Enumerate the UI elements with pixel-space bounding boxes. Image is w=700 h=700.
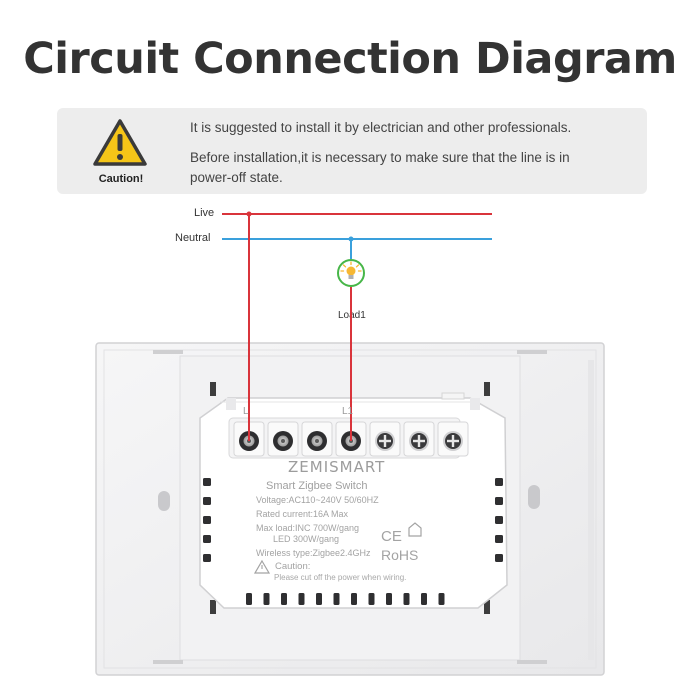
vent-slot [203,497,211,505]
live-label: Live [194,207,215,219]
product-label: Smart Zigbee Switch [266,480,367,492]
lamp-icon [337,259,365,287]
vent-slot [438,593,445,605]
wires [222,211,492,441]
module-caution-text: Please cut off the power when wiring. [274,573,406,582]
notice-line-1: It is suggested to install it by electri… [190,120,572,135]
caution-notice: Caution! It is suggested to install it b… [57,108,647,194]
voltage-label: Voltage:AC110~240V 50/60HZ [256,495,379,505]
ce-mark: CE [381,528,402,545]
neutral-label: Neutral [175,232,211,244]
vent-slot [386,593,392,605]
terminal-l-label: L [243,406,249,417]
vent-slot [333,593,340,605]
vent-slot [203,478,211,486]
vent-slot [281,593,287,605]
rated-current-label: Rated current:16A Max [256,509,349,519]
vent-slot [351,593,357,605]
vent-slot [203,554,211,562]
warning-icon [93,119,147,166]
page-title: Circuit Connection Diagram [23,34,677,84]
vent-slot [495,516,503,524]
wireless-label: Wireless type:Zigbee2.4GHz [256,548,371,558]
caution-label: Caution! [98,173,144,185]
vent-slot [298,593,305,605]
vent-slot [316,593,322,605]
terminal-screw [437,421,469,457]
terminal-l1-label: L1 [342,406,354,417]
vent-slot [495,554,503,562]
vent-slot [263,593,270,605]
vent-slot [246,593,252,605]
vent-slot [421,593,427,605]
rohs-mark: RoHS [381,547,418,563]
brand-label: ZEMISMART [288,458,385,476]
max-load-led-label: LED 300W/gang [273,534,339,544]
terminal-screw [403,421,435,457]
vent-slot [203,535,211,543]
terminal-block [228,417,469,459]
terminal-screw [267,421,299,457]
vent-slot [403,593,410,605]
module-vents [203,478,503,605]
max-load-label: Max load:INC 700W/gang [256,523,359,533]
vent-slot [495,535,503,543]
vent-slot [495,497,503,505]
warning-triangle-icon [253,559,271,574]
house-mark-icon [408,522,422,537]
vent-slot [368,593,375,605]
vent-slot [495,478,503,486]
vent-slot [203,516,211,524]
module-caution-title: Caution: [275,561,310,572]
notice-line-2: Before installation,it is necessary to m… [190,150,570,185]
terminal-screw [301,421,333,457]
terminal-screw [369,421,401,457]
